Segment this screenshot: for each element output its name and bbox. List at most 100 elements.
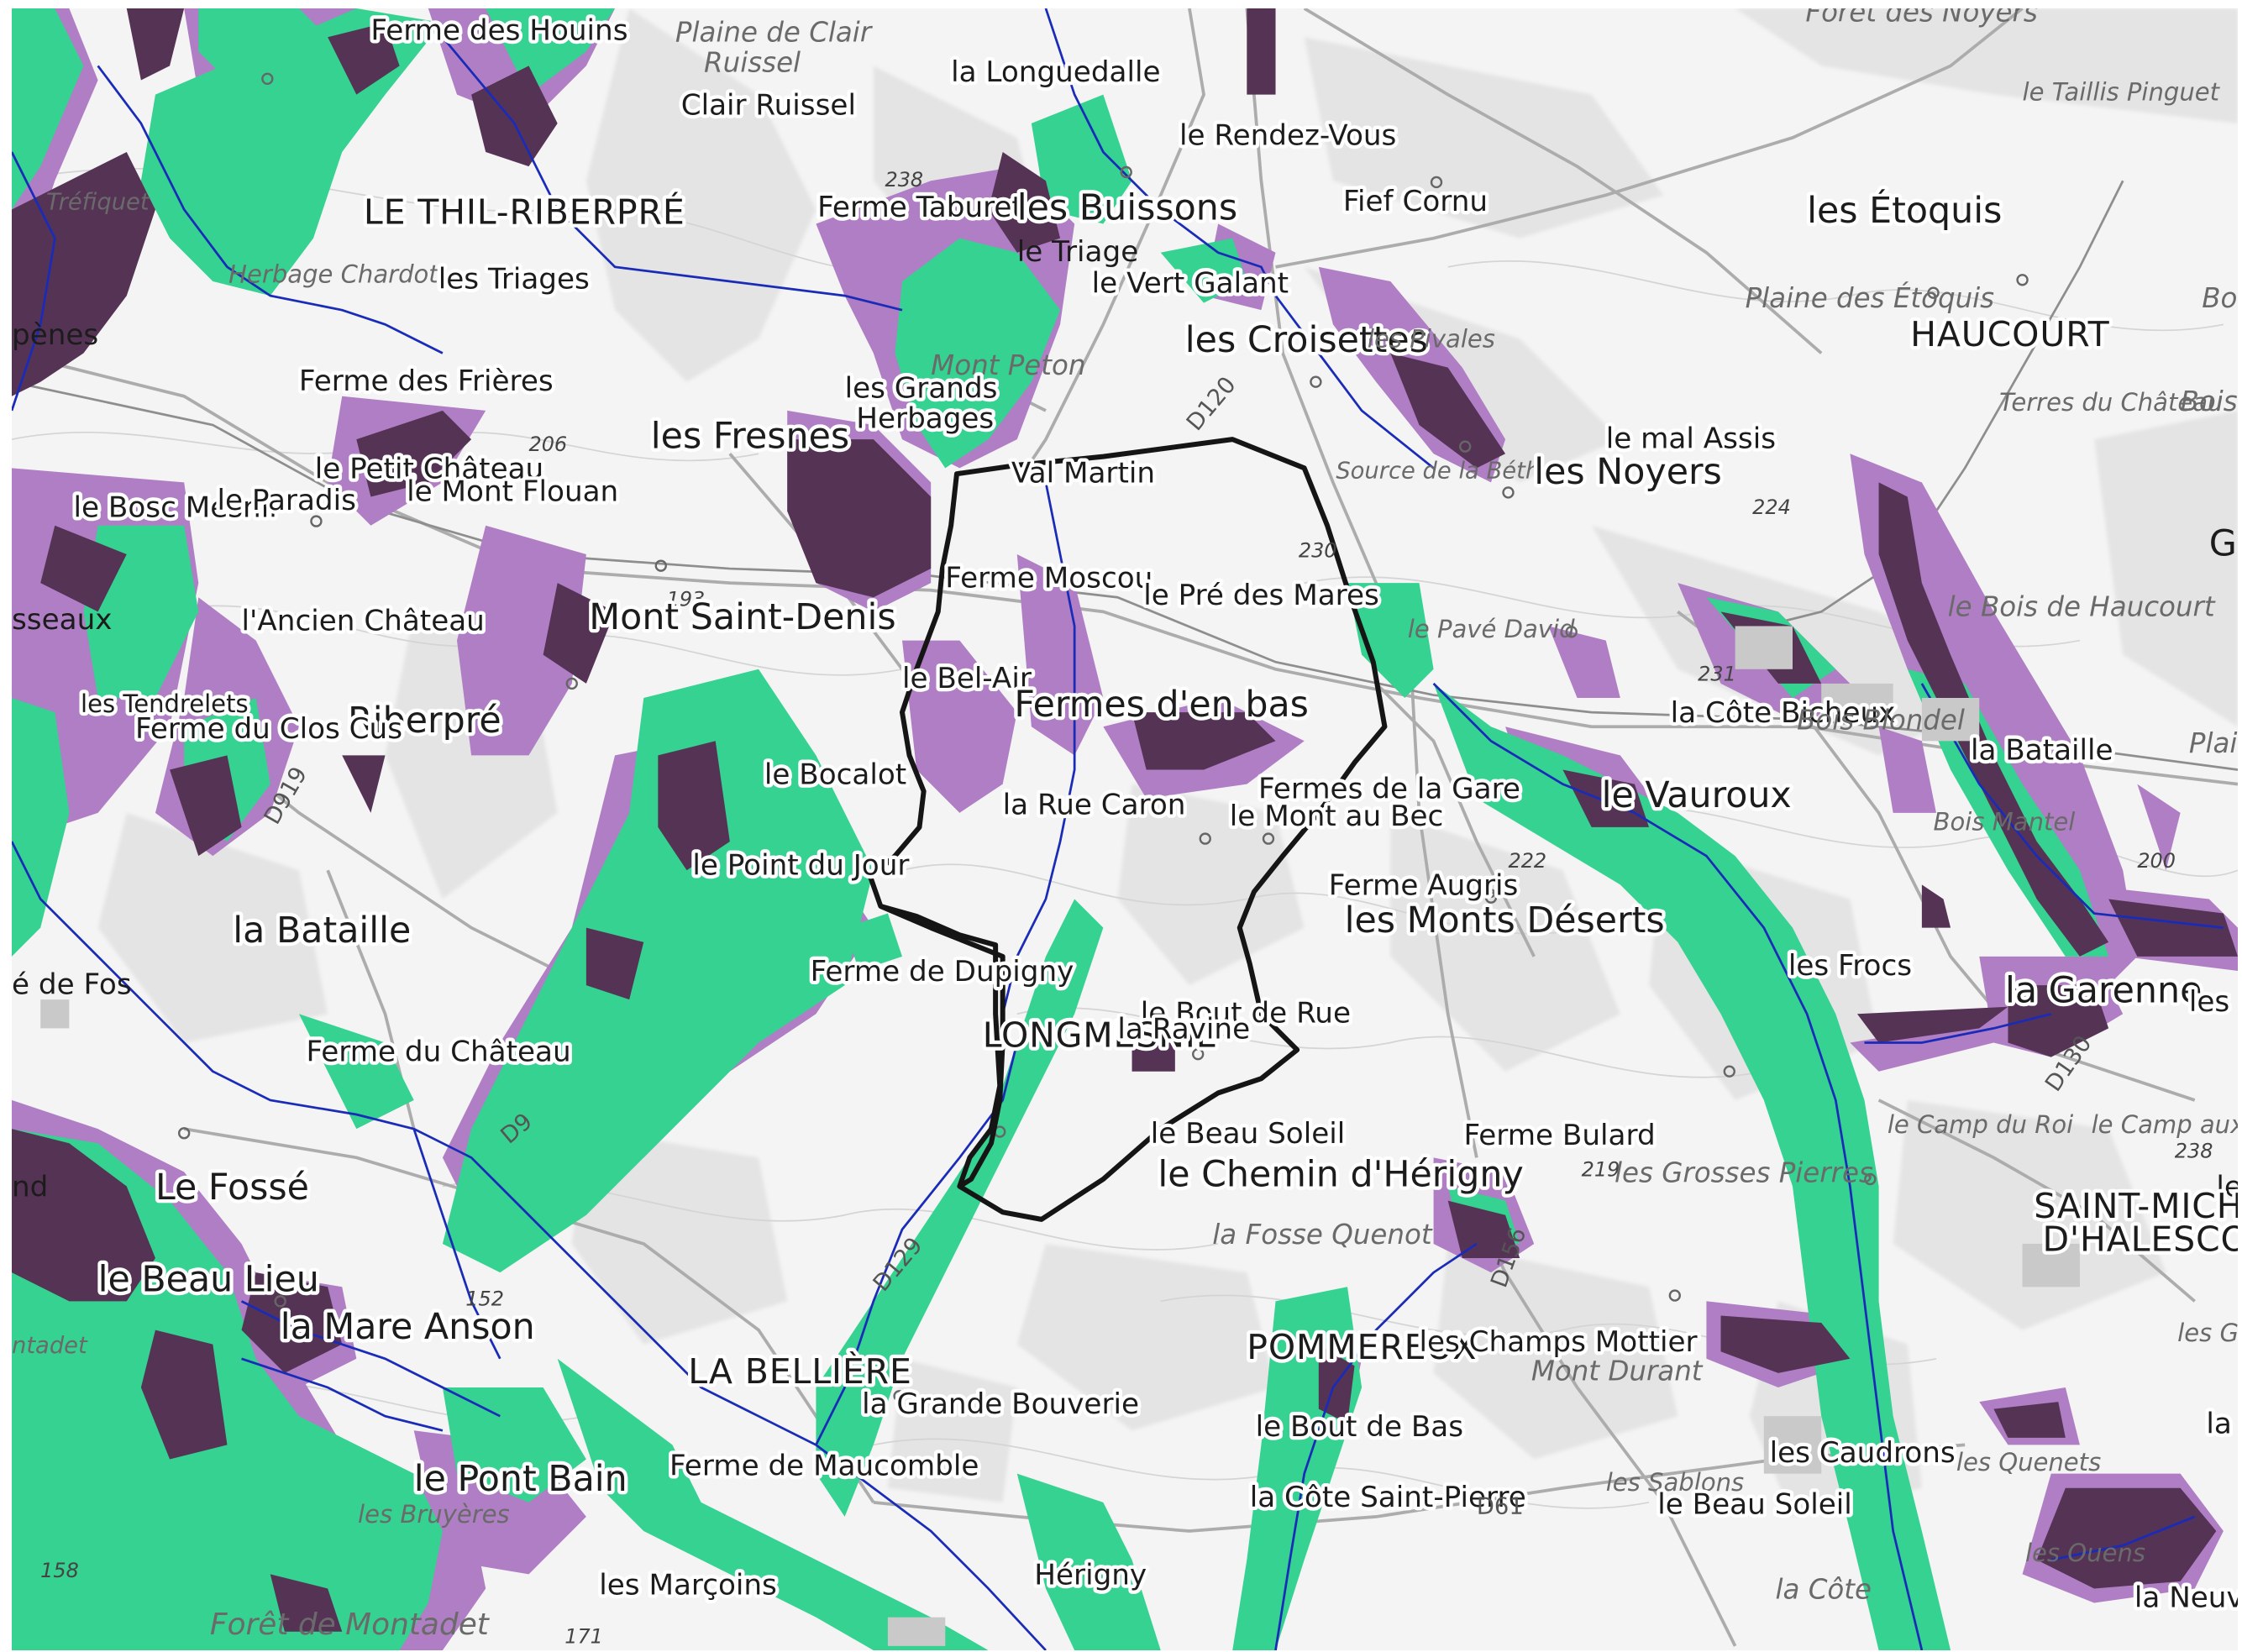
label-bois-right-2: Bois de	[2181, 385, 2238, 417]
label-ge-right: Gé	[2209, 523, 2238, 565]
label-saint-michel-1: SAINT-MICHEL-	[2034, 1186, 2238, 1226]
label-longmesnil: LONGMESNIL	[983, 1015, 1216, 1056]
label-elev-238: 238	[885, 168, 923, 191]
label-la-cote-bicheux: la Côte Bicheux	[1671, 696, 1896, 730]
label-elev-193: 193	[667, 588, 706, 611]
label-les-bruyeres: les Bruyères	[358, 1500, 510, 1529]
label-les-marcoins: les Marçoins	[599, 1568, 777, 1602]
label-le-mal-assis: le mal Assis	[1606, 422, 1776, 455]
label-ntadet: ntadet	[12, 1333, 88, 1359]
label-pommereux: POMMEREUX	[1247, 1327, 1477, 1367]
study-area-boundary	[868, 437, 1388, 1222]
label-la-belliere: LA BELLIÈRE	[688, 1351, 912, 1392]
label-le-beau-lieu: le Beau Lieu	[98, 1258, 319, 1300]
label-le-paradis: le Paradis	[217, 484, 355, 517]
label-herigny: Hérigny	[1034, 1558, 1147, 1592]
label-plaine-de-clair: Plaine de Clair	[675, 16, 874, 48]
label-les-frocs: les Frocs	[1788, 949, 1912, 983]
label-la-longuedalle: la Longuedalle	[951, 55, 1160, 89]
map-canvas[interactable]: Ferme des Houins Plaine de Clair Ruissel…	[12, 8, 2238, 1650]
label-foret-des-noyers: Forêt des Noyers	[1805, 8, 2037, 28]
label-le-bois-de-haucourt: le Bois de Haucourt	[1948, 590, 2216, 622]
label-sseaux: sseaux	[12, 603, 112, 637]
label-ferme-des-frieres: Ferme des Frières	[299, 364, 554, 398]
label-saint-michel-2: D'HALESCOURT	[2042, 1219, 2238, 1259]
label-les-nor: les Nor	[2189, 985, 2238, 1019]
label-les-caudrons: les Caudrons	[1770, 1436, 1956, 1470]
label-d61: D61	[1477, 1494, 1524, 1520]
label-les-grands-right: les Grand	[2177, 1319, 2238, 1347]
label-le-pont-bain: le Pont Bain	[414, 1458, 627, 1500]
label-la-neuville: la Neuville	[2134, 1581, 2238, 1615]
label-ferme-du-clos-cus: Ferme du Clos Cus	[135, 712, 402, 746]
label-bois-mantel: Bois Mantel	[1934, 807, 2076, 836]
label-herbage-chardot: Herbage Chardot	[228, 260, 439, 289]
label-ferme-taburet: Ferme Taburet	[817, 191, 1023, 224]
label-elev-238-right: 238	[2175, 1139, 2213, 1162]
label-plaine-right: Plaine	[2189, 727, 2238, 759]
label-fermes-d-en-bas: Fermes d'en bas	[1014, 684, 1309, 726]
label-ferme-de-maucomble: Ferme de Maucomble	[669, 1449, 979, 1482]
label-elev-158: 158	[40, 1559, 79, 1582]
label-la-cote: la Côte	[1775, 1573, 1872, 1605]
label-le-vert-galant: le Vert Galant	[1092, 267, 1289, 301]
label-le-taillis-pinguet: le Taillis Pinguet	[2023, 77, 2221, 106]
label-ruissel: Ruissel	[704, 46, 801, 78]
label-la-bataille-right: la Bataille	[1971, 734, 2113, 768]
label-les-etoquis: les Étoquis	[1807, 189, 2002, 232]
label-le-pave-david: le Pavé David	[1408, 615, 1575, 643]
label-le-camp-du-roi: le Camp du Roi	[1888, 1110, 2073, 1139]
label-le-rendez-vous: le Rendez-Vous	[1179, 118, 1396, 152]
label-les-quenets: les Quenets	[1956, 1448, 2101, 1476]
label-les-right: les	[2216, 1171, 2238, 1204]
label-les-champs-mottier: les Champs Mottier	[1419, 1325, 1698, 1359]
label-le-beau-soleil-right: le Beau Soleil	[1657, 1488, 1851, 1522]
label-les-grosses-pierres: les Grosses Pierres	[1615, 1156, 1873, 1188]
label-val-martin: Val Martin	[1011, 456, 1155, 490]
label-le-triage: le Triage	[1017, 235, 1138, 269]
label-elev-230: 230	[1299, 538, 1337, 562]
label-plaine-des-etoquis: Plaine des Étoquis	[1746, 282, 1995, 314]
label-le-mont-au-bec: le Mont au Bec	[1230, 800, 1443, 833]
label-elev-206: 206	[528, 433, 567, 456]
map-labels: Ferme des Houins Plaine de Clair Ruissel…	[12, 8, 2238, 1648]
label-le-thil-riberpre: LE THIL-RIBERPRÉ	[364, 192, 685, 233]
label-ferme-augris: Ferme Augris	[1329, 868, 1519, 902]
label-les-triages: les Triages	[438, 263, 590, 296]
label-le-bout-de-rue: le Bout de Rue	[1141, 997, 1351, 1031]
label-les-croisettes: les Croisettes	[1185, 319, 1428, 361]
label-de-fos: é de Fos	[12, 968, 132, 1001]
label-le-bocalot: le Bocalot	[764, 758, 906, 792]
label-elev-222: 222	[1508, 849, 1546, 873]
label-les-grands: les Grands	[845, 372, 998, 406]
label-la-grande-bouverie: la Grande Bouverie	[862, 1387, 1139, 1421]
label-bois-right-top: Bois d	[2202, 282, 2238, 314]
label-fief-cornu: Fief Cornu	[1343, 185, 1488, 218]
label-mont-saint-denis: Mont Saint-Denis	[589, 596, 895, 638]
label-elev-200: 200	[2137, 849, 2176, 873]
label-elev-152: 152	[465, 1287, 504, 1310]
label-le-camp-aux-lievres: le Camp aux Lièvres	[2092, 1110, 2238, 1139]
label-nd-left: nd	[12, 1171, 48, 1204]
settlement-markers	[40, 626, 2080, 1646]
label-le-vauroux: le Vauroux	[1602, 774, 1792, 816]
label-le-pre-des-mares: le Pré des Mares	[1143, 579, 1379, 612]
label-les-monts-deserts: les Monts Déserts	[1345, 899, 1665, 941]
label-la-rue-caron: la Rue Caron	[1003, 789, 1186, 822]
label-la-mare-anson: la Mare Anson	[281, 1306, 535, 1348]
river-network	[12, 8, 2224, 1650]
label-fermes-de-la-gare: Fermes de la Gare	[1258, 773, 1520, 806]
label-bois-blondel: Bois Blondel	[1797, 705, 1965, 737]
label-penes: pènes	[12, 318, 98, 352]
label-la-ravine: la Ravine	[1117, 1012, 1250, 1046]
label-ancien-chateau: l'Ancien Château	[242, 605, 485, 638]
label-haucourt: HAUCOURT	[1910, 314, 2109, 354]
label-ferme-du-chateau: Ferme du Château	[306, 1036, 570, 1069]
label-herbages: Herbages	[856, 401, 994, 435]
label-les-buissons: les Buissons	[1017, 186, 1237, 228]
label-trefiquet: Tréfiquet	[46, 189, 150, 215]
label-ferme-de-dupigny: Ferme de Dupigny	[811, 955, 1074, 989]
label-la-cote-saint-pierre: la Côte Saint-Pierre	[1250, 1481, 1526, 1514]
label-la-m-right: la M	[2206, 1408, 2238, 1441]
label-les-tendrelets: les Tendrelets	[81, 690, 249, 718]
